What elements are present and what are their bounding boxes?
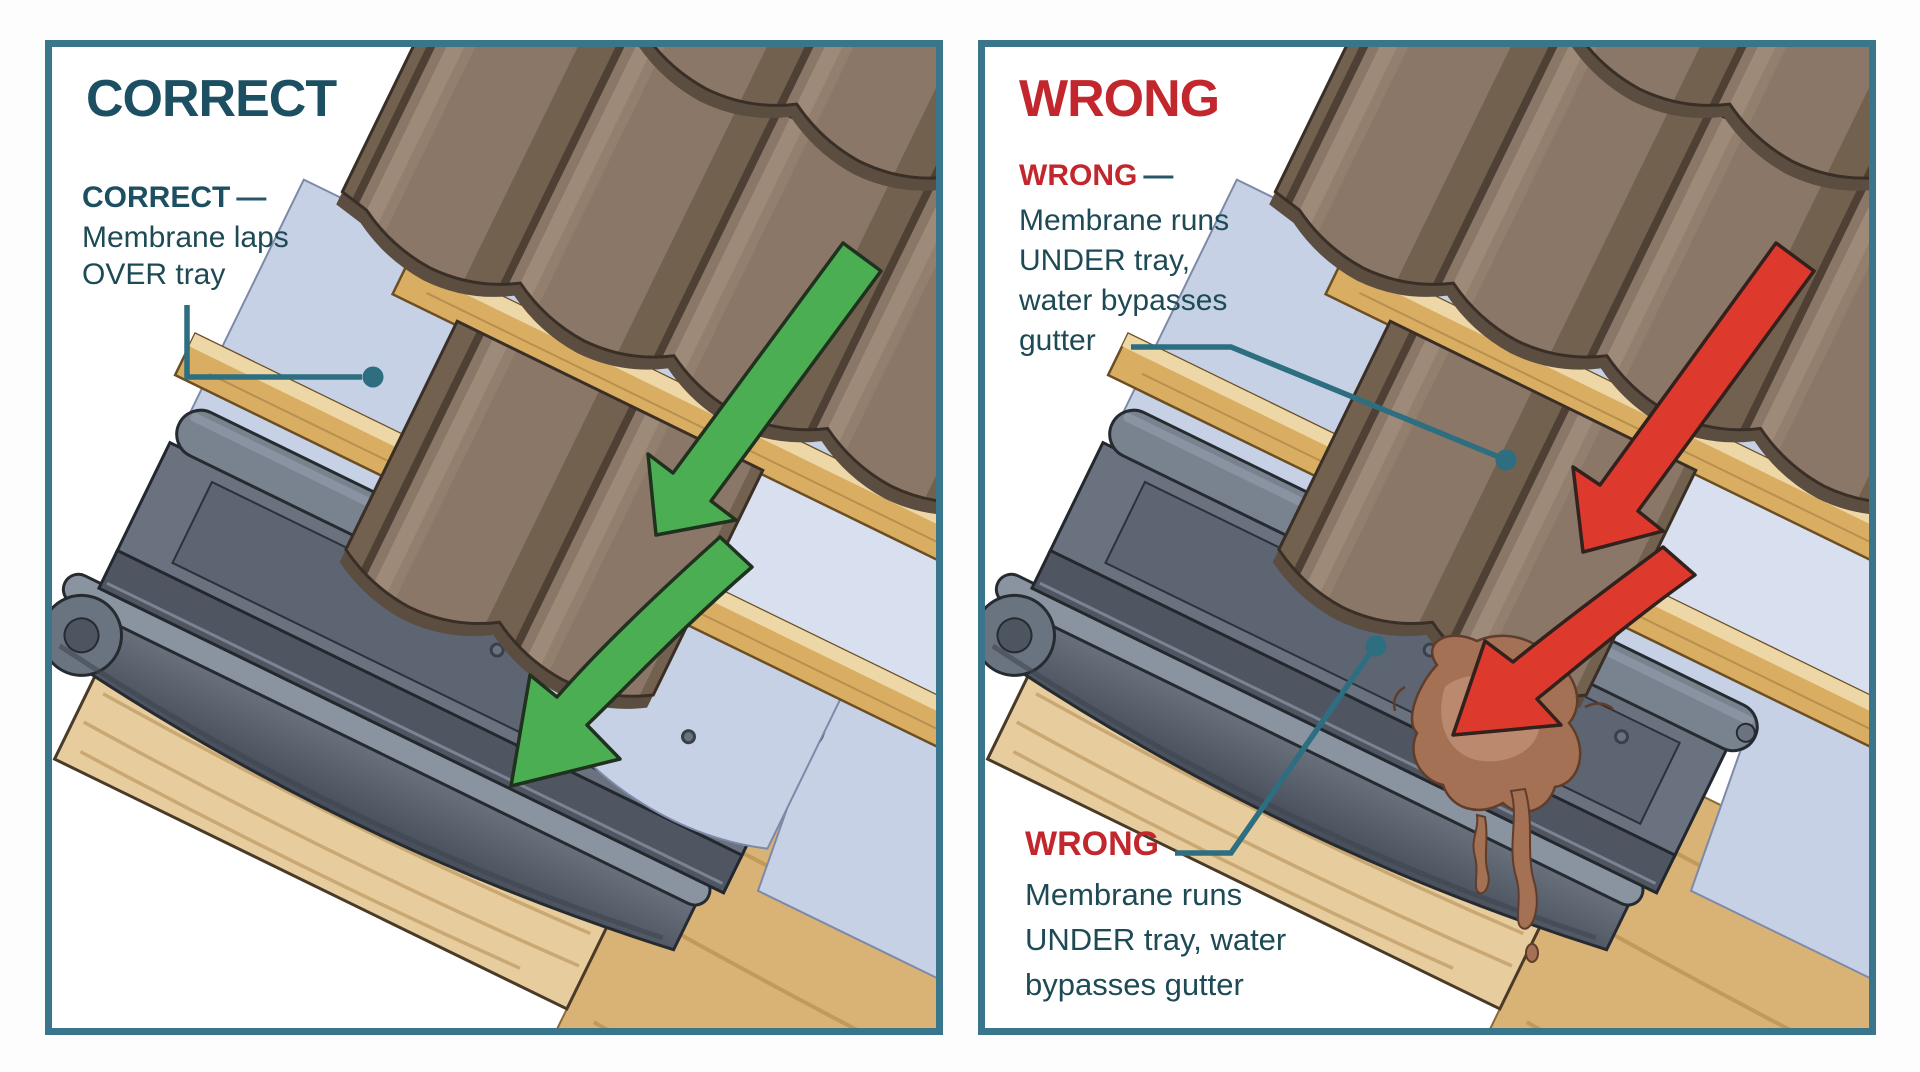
tray-screw bbox=[1614, 729, 1630, 745]
callout-water-bypasses-gutter: WRONG Membrane runs UNDER tray, water by… bbox=[1025, 825, 1286, 1007]
callout-membrane-over-tray: CORRECT— Membrane laps OVER tray bbox=[82, 181, 289, 293]
callout-line: Membrane runs bbox=[1019, 204, 1230, 237]
gutter bbox=[52, 572, 712, 952]
callout-line: bypasses gutter bbox=[1025, 967, 1244, 1002]
roof-deck bbox=[447, 755, 936, 1028]
callout-line: water bypasses bbox=[1019, 284, 1228, 317]
panel-correct: CORRECT CORRECT— Membrane laps OVER tray bbox=[45, 40, 943, 1035]
callout-line: Membrane laps bbox=[82, 221, 289, 254]
callout-line: Membrane runs bbox=[1025, 877, 1243, 912]
fascia-board bbox=[52, 658, 618, 1011]
panel-wrong: WRONG WRONG— Membrane runs UNDER tray, w… bbox=[978, 40, 1876, 1035]
leader-dot-icon bbox=[1495, 449, 1517, 471]
callout-line: gutter bbox=[1019, 324, 1096, 357]
tray-screw bbox=[489, 642, 505, 658]
callout-line: UNDER tray, bbox=[1019, 244, 1191, 277]
water-flow-arrow-icon bbox=[646, 241, 883, 537]
water-flow-arrow-icon bbox=[1571, 241, 1816, 554]
panel-title: WRONG bbox=[1019, 70, 1220, 128]
panel-title: CORRECT bbox=[86, 70, 337, 128]
roof-deck bbox=[1380, 755, 1869, 1028]
leader-line bbox=[1175, 647, 1376, 856]
callout-heading: WRONG— bbox=[1019, 159, 1174, 192]
callout-line: OVER tray bbox=[82, 258, 226, 291]
leader-line bbox=[1131, 344, 1501, 460]
callout-membrane-under-tray: WRONG— Membrane runs UNDER tray, water b… bbox=[1019, 159, 1229, 361]
callout-heading: CORRECT— bbox=[82, 181, 267, 214]
water-flow-ribbon-icon bbox=[509, 535, 754, 788]
tray-screw bbox=[681, 729, 697, 745]
wrong-illustration bbox=[985, 47, 1869, 1028]
callout-line: UNDER tray, water bbox=[1025, 922, 1287, 957]
leader-dot-icon bbox=[1365, 635, 1387, 657]
water-flow-ribbon-icon bbox=[1451, 545, 1697, 737]
leader-dot-icon bbox=[362, 366, 384, 388]
fascia-board bbox=[985, 658, 1551, 1011]
callout-heading: WRONG bbox=[1025, 825, 1160, 863]
correct-illustration bbox=[52, 47, 936, 1028]
leader-line bbox=[184, 305, 362, 380]
